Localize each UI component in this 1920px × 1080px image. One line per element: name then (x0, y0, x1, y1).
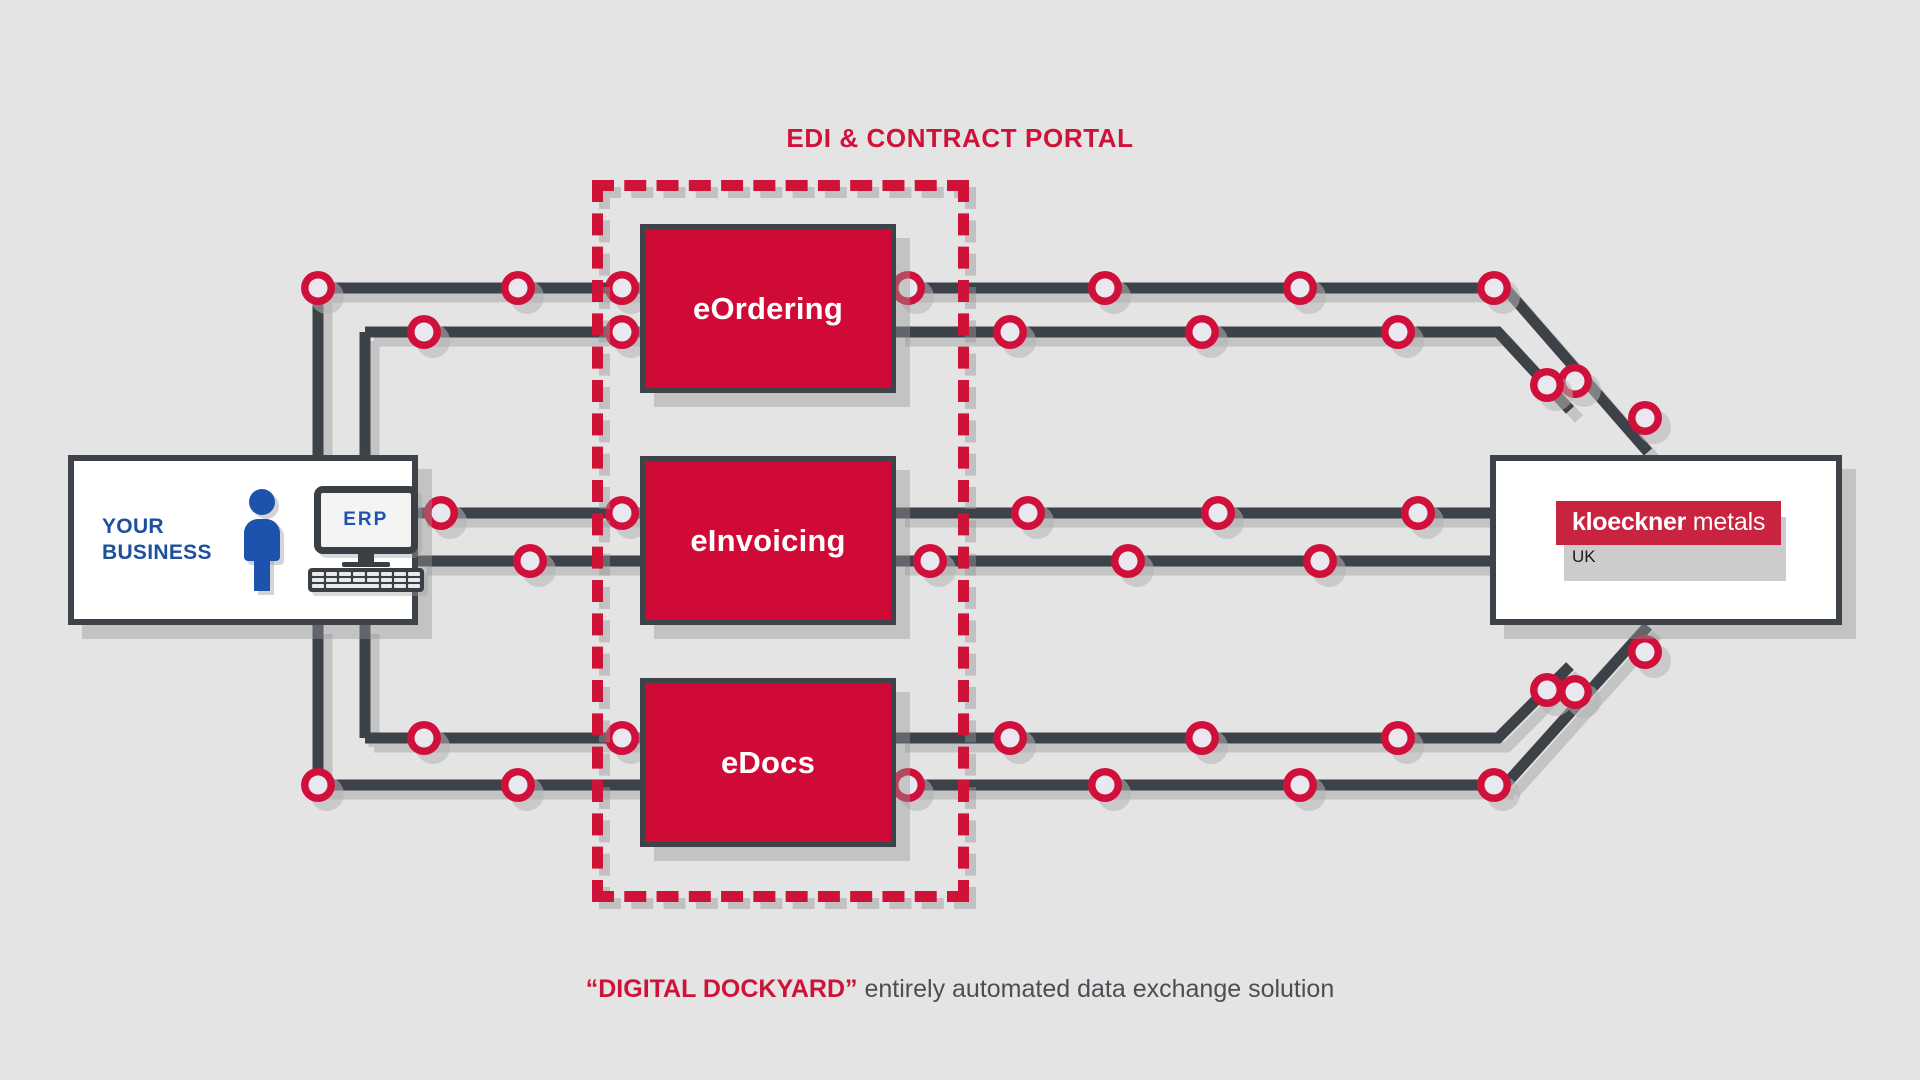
service-label: eInvoicing (690, 522, 846, 558)
business-label-line2: BUSINESS (102, 541, 212, 564)
portal-boundary (592, 180, 969, 902)
logo-bold-word: kloeckner (1572, 508, 1687, 536)
logo-red-block: kloeckner metals (1556, 501, 1782, 545)
monitor-screen: ERP (313, 486, 418, 554)
business-label: YOUR BUSINESS (102, 514, 212, 567)
erp-label: ERP (343, 509, 389, 530)
kloeckner-logo: kloeckner metals UK (1556, 501, 1786, 581)
logo-region: UK (1572, 547, 1596, 566)
monitor-icon: ERP (307, 486, 426, 594)
your-business-panel[interactable]: YOUR BUSINESS ERP (68, 455, 424, 625)
service-box-einvoicing[interactable]: eInvoicing (640, 456, 896, 625)
person-icon (242, 489, 282, 591)
kloeckner-metals-panel[interactable]: kloeckner metals UK (1490, 455, 1842, 625)
logo-light-word: metals (1686, 508, 1766, 536)
service-box-edocs[interactable]: eDocs (640, 678, 896, 847)
service-label: eOrdering (693, 290, 843, 326)
caption-highlight: “DIGITAL DOCKYARD” (585, 975, 858, 1003)
caption-rest: entirely automated data exchange solutio… (857, 975, 1335, 1003)
node-markers (301, 271, 1671, 811)
service-box-eordering[interactable]: eOrdering (640, 224, 896, 393)
page-title: EDI & CONTRACT PORTAL (786, 123, 1134, 153)
service-label: eDocs (720, 744, 816, 780)
caption: “DIGITAL DOCKYARD” entirely automated da… (0, 975, 1920, 1004)
keyboard-icon (307, 568, 424, 592)
business-label-line1: YOUR (102, 514, 164, 538)
